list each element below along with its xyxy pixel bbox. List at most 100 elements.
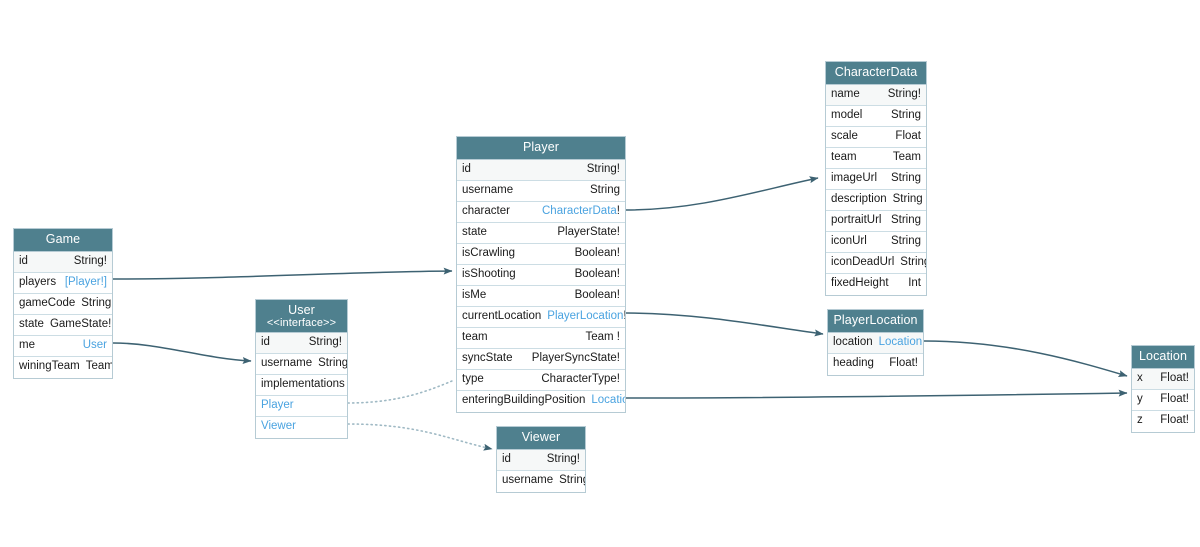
field-type: Boolean! xyxy=(574,267,620,280)
field-name: syncState xyxy=(462,351,513,364)
field-name: state xyxy=(19,317,44,330)
table-row[interactable]: iconDeadUrl String xyxy=(826,252,926,274)
table-row[interactable]: type CharacterType! xyxy=(457,369,625,391)
field-name: currentLocation xyxy=(462,309,542,322)
table-row[interactable]: syncState PlayerSyncState! xyxy=(457,348,625,370)
field-type: String! xyxy=(887,87,921,100)
field-type[interactable]: Location xyxy=(591,394,625,407)
table-row[interactable]: model String xyxy=(826,105,926,127)
field-type[interactable]: [Player!] xyxy=(64,275,107,288)
field-type: String xyxy=(900,255,926,268)
field-type: PlayerSyncState! xyxy=(531,351,620,364)
field-name: iconUrl xyxy=(831,234,867,247)
table-row[interactable]: players [Player!] xyxy=(14,272,112,294)
table-row[interactable]: winingTeam Team xyxy=(14,356,112,378)
implementations-label-row: implementations xyxy=(256,374,347,396)
entity-user-name: User xyxy=(288,303,315,317)
table-row[interactable]: portraitUrl String xyxy=(826,210,926,232)
field-name: description xyxy=(831,192,887,205)
table-row[interactable]: iconUrl String xyxy=(826,231,926,253)
table-row[interactable]: username String xyxy=(457,180,625,202)
entity-user-title: User <<interface>> xyxy=(256,300,347,333)
edge-player-currentlocation-to-playerlocation xyxy=(625,312,824,337)
field-name: id xyxy=(261,335,270,348)
field-type[interactable]: PlayerLocation! xyxy=(541,310,625,323)
table-row[interactable]: isCrawling Boolean! xyxy=(457,243,625,265)
field-name: state xyxy=(462,225,487,238)
field-name: type xyxy=(462,372,484,385)
table-row[interactable]: team Team ! xyxy=(457,327,625,349)
field-type[interactable]: CharacterData! xyxy=(536,205,620,218)
entity-characterdata[interactable]: CharacterData name String! model String … xyxy=(825,61,927,296)
field-name: id xyxy=(462,162,471,175)
table-row[interactable]: location Location! xyxy=(828,332,923,354)
field-name: y xyxy=(1137,392,1143,405)
field-type: String xyxy=(890,234,921,247)
field-name: fixedHeight xyxy=(831,277,889,290)
entity-game[interactable]: Game id String! players [Player!] gameCo… xyxy=(13,228,113,379)
field-type: Float! xyxy=(889,357,918,370)
field-name: portraitUrl xyxy=(831,213,882,226)
table-row[interactable]: description String xyxy=(826,189,926,211)
implementation-name[interactable]: Player xyxy=(261,398,294,411)
entity-user-stereotype: <<interface>> xyxy=(266,316,337,329)
field-name: x xyxy=(1137,371,1143,384)
table-row[interactable]: fixedHeight Int xyxy=(826,273,926,295)
entity-user[interactable]: User <<interface>> id String! username S… xyxy=(255,299,348,439)
field-type: String xyxy=(559,474,585,487)
table-row[interactable]: id String! xyxy=(457,159,625,181)
field-type: Team ! xyxy=(585,330,620,343)
field-name: players xyxy=(19,275,57,288)
field-type: String! xyxy=(73,254,107,267)
field-type: PlayerState! xyxy=(557,225,620,238)
edge-game-me-to-user xyxy=(112,342,252,364)
table-row[interactable]: character CharacterData! xyxy=(457,201,625,223)
table-row[interactable]: username String xyxy=(256,353,347,375)
table-row[interactable]: id String! xyxy=(14,251,112,273)
field-type: String! xyxy=(308,335,342,348)
table-row[interactable]: id String! xyxy=(256,332,347,354)
table-row[interactable]: me User xyxy=(14,335,112,357)
entity-player[interactable]: Player id String! username String charac… xyxy=(456,136,626,413)
table-row[interactable]: team Team xyxy=(826,147,926,169)
field-type: String xyxy=(318,356,347,369)
entity-playerlocation-title: PlayerLocation xyxy=(828,310,923,333)
field-type: CharacterType! xyxy=(541,372,620,385)
entity-game-title: Game xyxy=(14,229,112,252)
table-row[interactable]: state GameState! xyxy=(14,314,112,336)
table-row[interactable]: enteringBuildingPosition Location xyxy=(457,390,625,412)
table-row[interactable]: username String xyxy=(497,470,585,492)
edge-user-implements-player xyxy=(347,380,453,404)
implementation-name[interactable]: Viewer xyxy=(261,420,296,433)
entity-playerlocation[interactable]: PlayerLocation location Location! headin… xyxy=(827,309,924,376)
table-row[interactable]: x Float! xyxy=(1132,368,1194,390)
entity-location[interactable]: Location x Float! y Float! z Float! xyxy=(1131,345,1195,433)
implementation-row-player[interactable]: Player xyxy=(256,395,347,417)
table-row[interactable]: isShooting Boolean! xyxy=(457,264,625,286)
table-row[interactable]: gameCode String! xyxy=(14,293,112,315)
entity-viewer[interactable]: Viewer id String! username String xyxy=(496,426,586,493)
table-row[interactable]: isMe Boolean! xyxy=(457,285,625,307)
table-row[interactable]: name String! xyxy=(826,84,926,106)
field-type: String xyxy=(890,108,921,121)
table-row[interactable]: y Float! xyxy=(1132,389,1194,411)
table-row[interactable]: heading Float! xyxy=(828,353,923,375)
entity-viewer-title: Viewer xyxy=(497,427,585,450)
table-row[interactable]: currentLocation PlayerLocation! xyxy=(457,306,625,328)
field-name: id xyxy=(19,254,28,267)
edge-player-enteringbuildingposition-to-location xyxy=(625,389,1128,399)
field-name: name xyxy=(831,87,860,100)
field-type: Float xyxy=(895,129,921,142)
table-row[interactable]: scale Float xyxy=(826,126,926,148)
field-type: Float! xyxy=(1160,414,1189,427)
table-row[interactable]: state PlayerState! xyxy=(457,222,625,244)
table-row[interactable]: z Float! xyxy=(1132,410,1194,432)
field-name: character xyxy=(462,204,510,217)
table-row[interactable]: imageUrl String xyxy=(826,168,926,190)
field-name: team xyxy=(831,150,857,163)
field-name: heading xyxy=(833,357,874,370)
field-type[interactable]: User xyxy=(82,338,107,351)
table-row[interactable]: id String! xyxy=(497,449,585,471)
field-type[interactable]: Location! xyxy=(878,335,923,348)
implementation-row-viewer[interactable]: Viewer xyxy=(256,416,347,438)
